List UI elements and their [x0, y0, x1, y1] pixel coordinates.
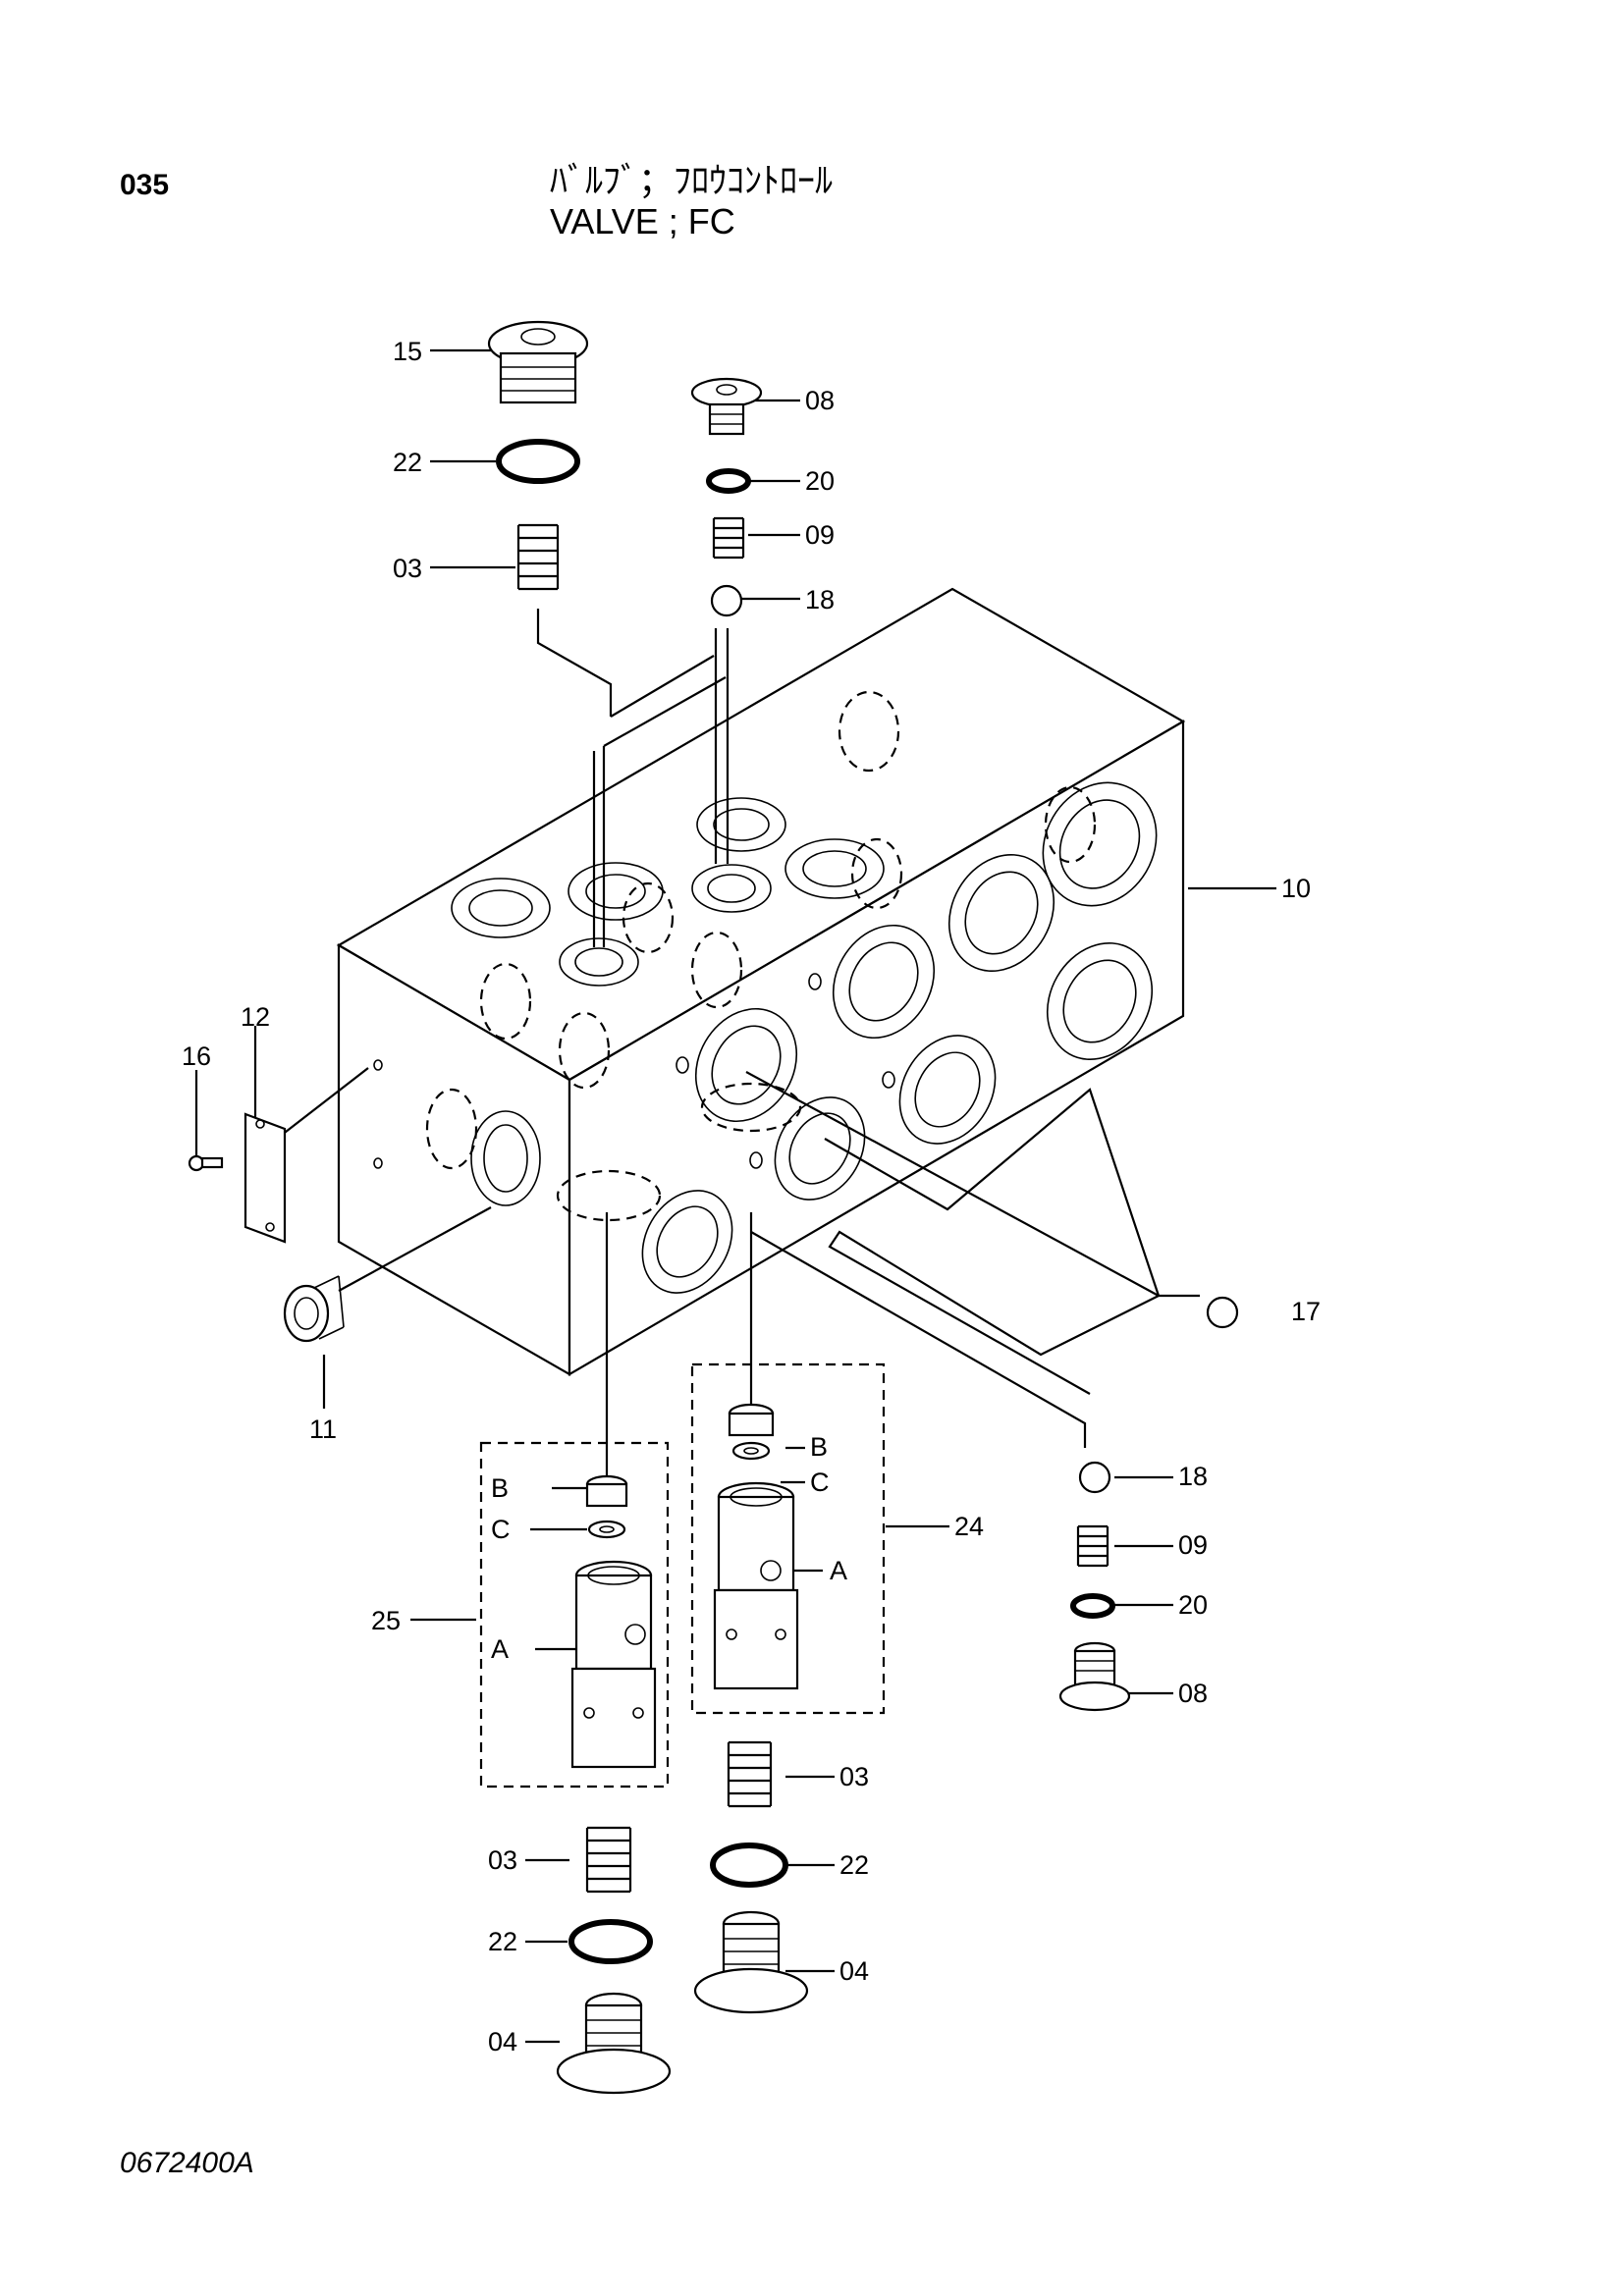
spring-09-lower [1076, 1524, 1109, 1568]
ball-18-upper [710, 584, 743, 617]
plug-08-upper [690, 377, 763, 436]
plug-11 [283, 1275, 345, 1343]
cover-plate-12 [243, 1112, 287, 1244]
o-ring-20-lower [1070, 1593, 1115, 1619]
callout-18-top: 18 [805, 585, 835, 614]
group-24-parts [713, 1403, 799, 1690]
group-25-parts [570, 1474, 657, 1769]
o-ring-20-upper [706, 468, 751, 494]
callout-22-left: 22 [488, 1927, 517, 1956]
drawing-number: 0672400A [120, 2147, 254, 2179]
callout-labels: 15 22 03 08 20 09 18 10 12 16 11 17 18 0… [182, 337, 1321, 2056]
leader-lines [194, 348, 1276, 2044]
callout-08-lower: 08 [1178, 1679, 1208, 1708]
plug-15 [487, 320, 589, 404]
callout-04-mid: 04 [839, 1956, 869, 1986]
title-japanese: ﾊﾞﾙﾌﾞ；ﾌﾛｳｺﾝﾄﾛｰﾙ [550, 160, 833, 200]
callout-03-left: 03 [488, 1845, 517, 1875]
plug-04-left [556, 1992, 672, 2095]
callout-20-top: 20 [805, 466, 835, 496]
callout-25-c: C [491, 1515, 511, 1544]
callout-24-b: B [810, 1432, 828, 1462]
callout-24-a: A [830, 1556, 847, 1585]
o-ring-22 [496, 439, 580, 484]
plug-04-mid [693, 1910, 809, 2014]
callout-16: 16 [182, 1041, 211, 1071]
callout-04-left: 04 [488, 2027, 517, 2056]
valve-block [336, 587, 1186, 1376]
page-number: 035 [120, 169, 170, 201]
callout-22-mid: 22 [839, 1850, 869, 1880]
callout-25-a: A [491, 1634, 509, 1664]
group-24-box [690, 1362, 886, 1715]
spring-03-mid [727, 1740, 773, 1808]
callout-22-top: 22 [393, 448, 422, 477]
callout-15: 15 [393, 337, 422, 366]
callout-17: 17 [1291, 1297, 1321, 1326]
o-ring-22-left [568, 1919, 653, 1964]
spring-03-left [585, 1826, 632, 1894]
callout-08-top: 08 [805, 386, 835, 415]
o-ring-22-mid [710, 1842, 788, 1888]
callout-20-lower: 20 [1178, 1590, 1208, 1620]
callout-09-top: 09 [805, 520, 835, 550]
group-25-box [479, 1441, 670, 1789]
callout-03-mid: 03 [839, 1762, 869, 1791]
screw-16 [188, 1154, 224, 1172]
callout-24: 24 [954, 1512, 984, 1541]
callout-18-lower: 18 [1178, 1462, 1208, 1491]
callout-12: 12 [241, 1002, 270, 1032]
callout-25-b: B [491, 1473, 509, 1503]
callout-10: 10 [1281, 874, 1311, 903]
ball-18-lower [1078, 1461, 1111, 1494]
callout-11: 11 [309, 1415, 337, 1444]
callout-24-c: C [810, 1468, 830, 1497]
callout-25: 25 [371, 1606, 401, 1635]
callout-09-lower: 09 [1178, 1530, 1208, 1560]
spring-09-upper [712, 516, 745, 560]
title-english: VALVE ; FC [550, 201, 735, 241]
callout-03-top: 03 [393, 554, 422, 583]
plug-08-lower [1058, 1641, 1131, 1712]
ball-17 [1206, 1296, 1239, 1329]
spring-03 [516, 523, 560, 591]
